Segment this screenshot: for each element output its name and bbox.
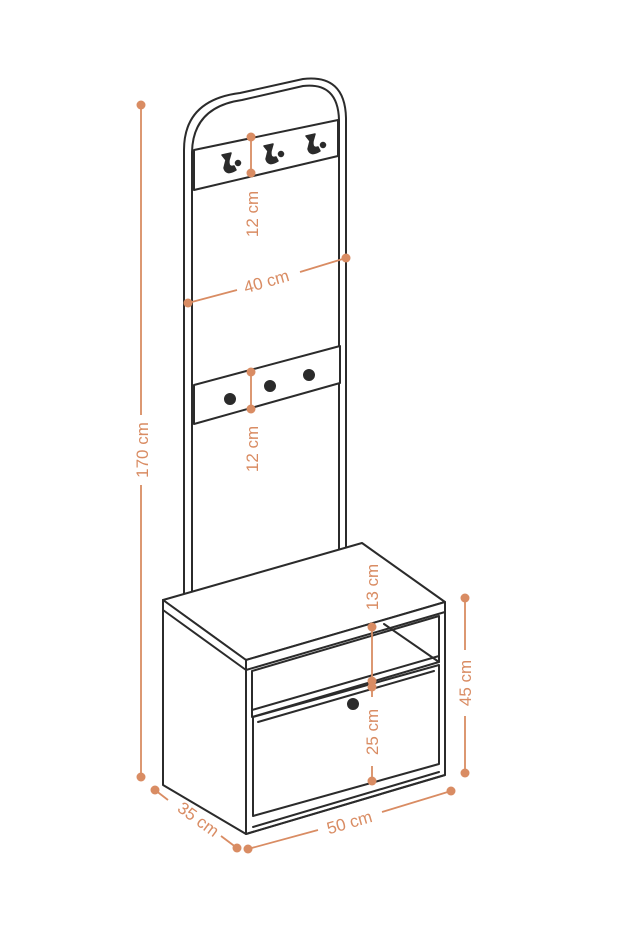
dim-total-height: [136, 100, 146, 782]
arched-frame: [183, 77, 347, 601]
knob-middle: [264, 380, 276, 392]
label-bench-top: 13 cm: [363, 564, 382, 610]
coat-hook-right: [305, 133, 327, 155]
label-frame-width: 40 cm: [242, 266, 292, 297]
drawer-knob: [347, 698, 359, 710]
dimension-lines: [136, 100, 470, 854]
hook-rail: [193, 119, 339, 191]
dim-hook-rail-gap: [246, 132, 256, 178]
dim-frame-width: [183, 253, 351, 308]
open-shelf: [251, 615, 440, 718]
dim-drawer-height: [367, 681, 377, 786]
dim-width: [243, 786, 456, 854]
knob-left: [224, 393, 236, 405]
coat-hook-middle: [263, 143, 285, 165]
dim-knob-rail-gap: [246, 367, 256, 414]
label-width: 50 cm: [325, 807, 375, 838]
coat-hook-left: [221, 152, 242, 174]
label-hook-rail-gap: 12 cm: [243, 191, 262, 237]
dim-depth: [150, 785, 242, 853]
label-drawer-height: 25 cm: [363, 709, 382, 755]
label-total-height: 170 cm: [133, 422, 152, 478]
dim-bench-height: [460, 593, 470, 778]
label-bench-height: 45 cm: [456, 660, 475, 706]
knob-right: [303, 369, 315, 381]
drawer: [252, 664, 440, 828]
label-knob-rail-gap: 12 cm: [243, 426, 262, 472]
dim-bench-top: [367, 622, 377, 686]
furniture: [162, 77, 446, 835]
